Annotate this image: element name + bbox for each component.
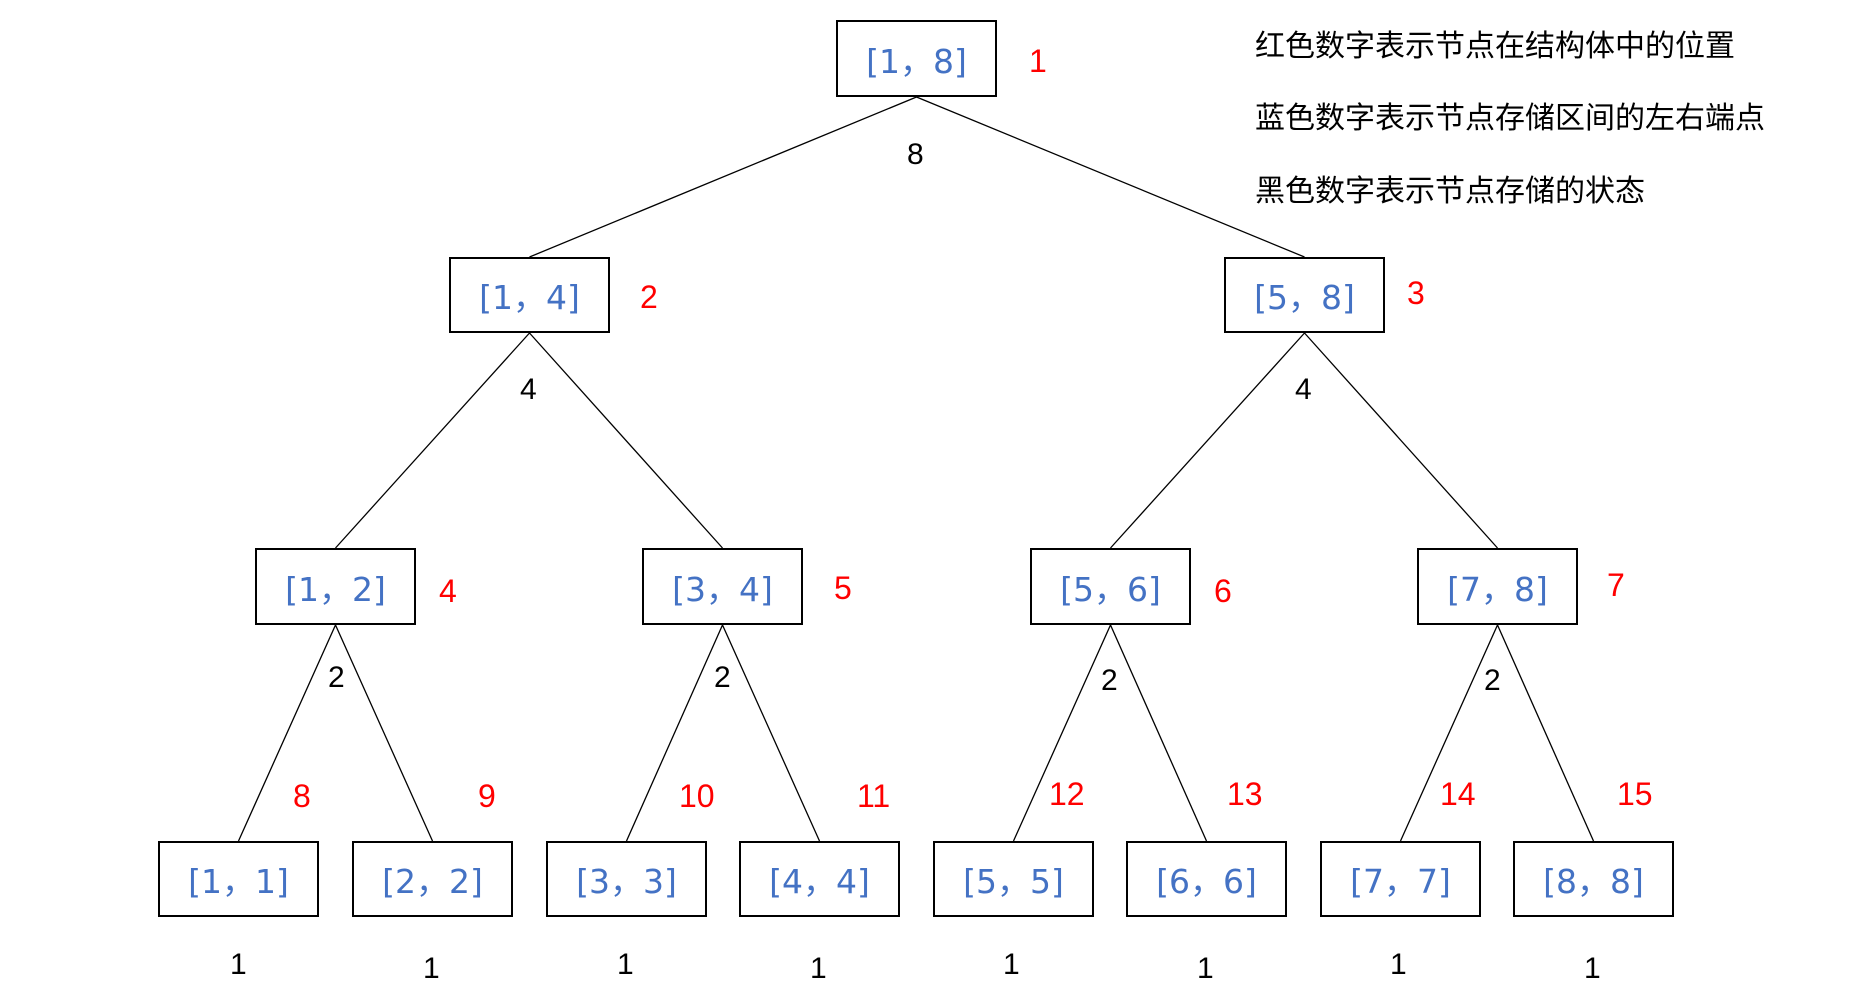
node-index-label: 5 — [834, 570, 852, 606]
legend-black-description: 黑色数字表示节点存储的状态 — [1255, 174, 1645, 209]
node-interval: [7，8] — [1447, 569, 1548, 609]
node-state-label: 4 — [1295, 373, 1312, 406]
tree-edge-5-10 — [625, 624, 724, 842]
node-interval: [2，2] — [382, 862, 483, 901]
node-index-label: 14 — [1440, 776, 1476, 812]
tree-edge-6-13 — [1109, 624, 1208, 842]
node-state-label: 2 — [328, 661, 345, 694]
node-state-label: 2 — [1101, 664, 1118, 697]
node-index-label: 2 — [640, 279, 658, 315]
tree-edge-1-3 — [916, 96, 1305, 258]
node-index-label: 6 — [1214, 573, 1232, 609]
node-state-label: 1 — [1003, 948, 1020, 981]
tree-node-15: [8，8] — [1513, 841, 1674, 917]
tree-edge-1-2 — [529, 96, 917, 258]
node-state-label: 1 — [810, 952, 827, 985]
tree-edge-2-4 — [335, 332, 530, 549]
tree-node-3: [5，8] — [1224, 257, 1385, 333]
node-interval: [1，2] — [285, 569, 386, 609]
tree-node-11: [4，4] — [739, 841, 900, 917]
node-state-label: 2 — [714, 661, 731, 694]
tree-edge-2-5 — [529, 332, 723, 549]
node-interval: [8，8] — [1543, 862, 1644, 901]
tree-edge-7-14 — [1399, 624, 1499, 842]
tree-edge-4-9 — [334, 624, 434, 842]
node-interval: [5，8] — [1254, 278, 1355, 317]
node-interval: [7，7] — [1350, 862, 1451, 901]
tree-node-7: [7，8] — [1417, 548, 1578, 625]
node-interval: [3，3] — [576, 862, 677, 901]
legend-blue-description: 蓝色数字表示节点存储区间的左右端点 — [1255, 101, 1765, 136]
tree-node-8: [1，1] — [158, 841, 319, 917]
tree-edge-7-15 — [1496, 624, 1595, 842]
node-interval: [1，4] — [479, 278, 580, 317]
node-state-label: 1 — [230, 948, 247, 981]
node-state-label: 1 — [617, 948, 634, 981]
node-index-label: 11 — [857, 778, 891, 814]
node-index-label: 7 — [1607, 567, 1625, 603]
node-index-label: 9 — [478, 778, 496, 814]
tree-node-1: [1，8] — [836, 20, 997, 97]
node-state-label: 8 — [907, 138, 924, 171]
legend-red-description: 红色数字表示节点在结构体中的位置 — [1255, 29, 1735, 64]
node-state-label: 1 — [1197, 952, 1214, 985]
node-interval: [4，4] — [769, 862, 870, 901]
tree-node-12: [5，5] — [933, 841, 1094, 917]
tree-node-10: [3，3] — [546, 841, 707, 917]
node-state-label: 1 — [1390, 948, 1407, 981]
tree-node-5: [3，4] — [642, 548, 803, 625]
tree-edge-5-11 — [721, 624, 821, 842]
tree-node-2: [1，4] — [449, 257, 610, 333]
tree-node-6: [5，6] — [1030, 548, 1191, 625]
tree-edge-6-12 — [1012, 624, 1112, 842]
node-index-label: 8 — [293, 778, 311, 814]
node-interval: [6，6] — [1156, 862, 1257, 901]
node-index-label: 10 — [679, 778, 715, 814]
node-index-label: 1 — [1029, 43, 1047, 79]
tree-edge-3-6 — [1110, 332, 1305, 549]
node-interval: [5，6] — [1060, 569, 1161, 609]
node-interval: [1，1] — [188, 862, 289, 901]
node-index-label: 4 — [439, 573, 457, 609]
node-index-label: 15 — [1617, 776, 1653, 812]
node-interval: [1，8] — [866, 41, 967, 81]
tree-node-4: [1，2] — [255, 548, 416, 625]
node-interval: [5，5] — [963, 862, 1064, 901]
tree-node-13: [6，6] — [1126, 841, 1287, 917]
tree-edge-4-8 — [237, 624, 337, 842]
node-index-label: 12 — [1049, 776, 1085, 812]
node-index-label: 3 — [1407, 275, 1425, 311]
tree-edge-3-7 — [1304, 332, 1498, 549]
node-interval: [3，4] — [672, 569, 773, 609]
node-state-label: 2 — [1484, 664, 1501, 697]
node-state-label: 4 — [520, 373, 537, 406]
node-index-label: 13 — [1227, 776, 1263, 812]
tree-node-14: [7，7] — [1320, 841, 1481, 917]
tree-node-9: [2，2] — [352, 841, 513, 917]
node-state-label: 1 — [1584, 952, 1601, 985]
node-state-label: 1 — [423, 952, 440, 985]
